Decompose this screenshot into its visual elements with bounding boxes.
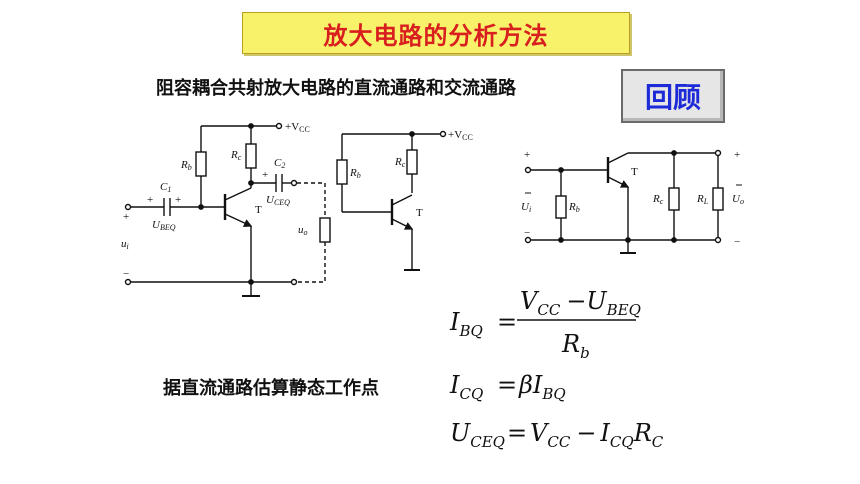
- svg-text:Uo: Uo: [732, 193, 744, 206]
- svg-text:+VCC: +VCC: [285, 121, 310, 134]
- svg-text:UBEQ: UBEQ: [152, 219, 176, 232]
- ce-amplifier-labels: +VCC Rb Rc C1 + + UBEQ C2 + UCEQ T + ui …: [121, 121, 310, 280]
- svg-text:Rc: Rc: [394, 156, 406, 169]
- svg-text:+: +: [147, 194, 153, 206]
- svg-text:+: +: [175, 194, 181, 206]
- dc-path-circuit: [336, 130, 447, 271]
- svg-text:UCEQ: UCEQ: [266, 194, 290, 207]
- svg-text:+VCC: +VCC: [448, 129, 473, 142]
- svg-text:=: =: [497, 371, 517, 399]
- ce-amplifier-circuit: [124, 122, 331, 297]
- svg-text:VCC−UBEQ: VCC−UBEQ: [520, 287, 641, 319]
- svg-text:RL: RL: [696, 193, 709, 206]
- ac-path-circuit: [524, 149, 724, 254]
- svg-text:C1: C1: [160, 181, 171, 194]
- svg-text:+: +: [524, 149, 530, 161]
- svg-text:ui: ui: [121, 238, 129, 251]
- review-button-label: 回顾: [644, 81, 701, 114]
- svg-text:+: +: [262, 169, 268, 181]
- svg-text:Ui: Ui: [521, 201, 531, 214]
- ac-path-labels: T Rb Rc RL + Ui − + Uo −: [521, 149, 744, 248]
- svg-text:=: =: [497, 308, 517, 336]
- svg-text:T: T: [416, 207, 423, 219]
- slide-title: 放大电路的分析方法: [323, 21, 549, 50]
- svg-text:+: +: [123, 211, 129, 223]
- svg-text:C2: C2: [274, 157, 285, 170]
- svg-text:=: =: [507, 419, 527, 447]
- svg-text:uo: uo: [298, 224, 308, 237]
- equation-icq: ICQ = βIBQ: [449, 371, 566, 403]
- review-button[interactable]: 回顾: [621, 69, 725, 123]
- section-subtitle: 阻容耦合共射放大电路的直流通路和交流通路: [156, 78, 516, 99]
- svg-text:−: −: [734, 236, 740, 248]
- equation-caption: 据直流通路估算静态工作点: [163, 378, 379, 399]
- svg-text:IBQ: IBQ: [449, 308, 483, 340]
- svg-text:Rb: Rb: [568, 201, 580, 214]
- svg-text:−: −: [123, 268, 129, 280]
- svg-text:+: +: [734, 149, 740, 161]
- svg-text:UCEQ: UCEQ: [450, 419, 505, 451]
- svg-text:T: T: [631, 166, 638, 178]
- dc-path-labels: +VCC Rb Rc T: [349, 129, 473, 219]
- svg-text:Rb: Rb: [180, 159, 192, 172]
- svg-text:−: −: [524, 227, 530, 239]
- svg-text:βIBQ: βIBQ: [518, 371, 566, 403]
- svg-text:Rb: Rb: [349, 167, 361, 180]
- equation-uceq: UCEQ = VCC−ICQRC: [450, 419, 664, 451]
- svg-text:Rb: Rb: [561, 330, 590, 362]
- slide-title-banner: 放大电路的分析方法: [242, 12, 630, 54]
- svg-text:T: T: [255, 204, 262, 216]
- svg-text:Rc: Rc: [652, 193, 664, 206]
- equation-ibq: IBQ = VCC−UBEQ Rb: [449, 287, 641, 362]
- svg-text:ICQ: ICQ: [449, 371, 483, 403]
- svg-text:VCC−ICQRC: VCC−ICQRC: [530, 419, 664, 451]
- svg-text:Rc: Rc: [230, 149, 242, 162]
